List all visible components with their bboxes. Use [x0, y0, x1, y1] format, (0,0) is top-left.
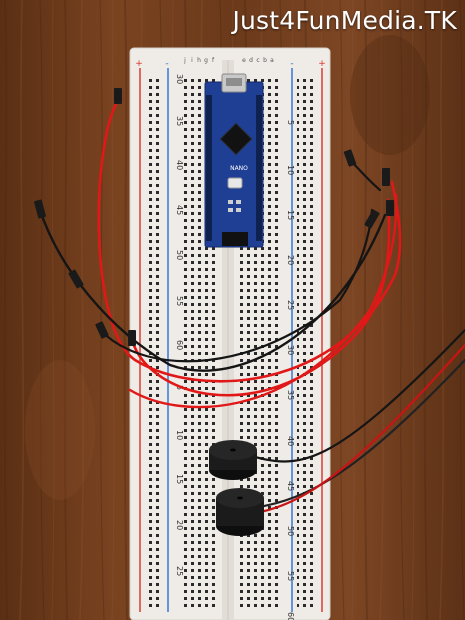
red-wire	[97, 98, 402, 383]
microcontroller-chip	[219, 122, 253, 156]
rail-mark-minus-left: -	[165, 59, 168, 69]
row-number-left: 60	[175, 340, 184, 350]
row-number-left: 30	[175, 74, 184, 84]
rail-mark-plus-right: +	[318, 59, 326, 69]
column-letter: b	[263, 57, 267, 64]
piezo-buzzer-top	[209, 440, 257, 480]
watermark-text: Just4FunMedia.TK	[232, 6, 457, 35]
column-letter: i	[191, 57, 193, 64]
row-number-right: 50	[286, 526, 295, 536]
board-label: NANO	[230, 165, 248, 172]
column-letter: g	[204, 57, 208, 64]
row-number-right: 30	[286, 345, 295, 355]
piezo-buzzer-bottom	[216, 488, 264, 536]
wood-knot	[350, 35, 430, 155]
row-number-right: 35	[286, 390, 295, 400]
column-letter: h	[197, 57, 201, 64]
row-number-right: 60	[286, 612, 295, 620]
row-number-right: 20	[286, 255, 295, 265]
black-wire	[98, 208, 374, 363]
row-number-right: 25	[286, 300, 295, 310]
column-letter: j	[183, 57, 186, 64]
black-wire	[38, 208, 387, 372]
row-number-right: 10	[286, 165, 295, 175]
arduino-nano-board: NANO	[204, 73, 264, 248]
column-letter: c	[256, 57, 259, 64]
row-number-right: 15	[286, 210, 295, 220]
column-letter: a	[270, 57, 274, 64]
column-letter: e	[242, 57, 246, 64]
column-letter: d	[249, 57, 253, 64]
row-number-right: 40	[286, 436, 295, 446]
icsp-header	[222, 232, 248, 246]
black-wire	[250, 358, 465, 510]
row-number-right: 55	[286, 571, 295, 581]
row-number-left: 55	[175, 296, 184, 306]
row-number-left: 20	[175, 520, 184, 530]
row-number-left: 50	[175, 250, 184, 260]
black-wire	[246, 328, 465, 463]
row-number-right: 5	[286, 120, 295, 125]
reset-button	[227, 177, 243, 189]
row-number-left: 35	[175, 116, 184, 126]
row-number-left: 45	[175, 205, 184, 215]
row-number-left: 25	[175, 566, 184, 576]
rail-mark-plus-left: +	[135, 59, 143, 69]
row-number-left: 40	[175, 160, 184, 170]
row-number-left: 15	[175, 474, 184, 484]
column-letter: f	[212, 57, 215, 64]
rail-mark-minus-right: -	[290, 59, 293, 69]
red-wire	[130, 198, 391, 397]
row-number-left: 10	[175, 430, 184, 440]
wire-pins	[34, 88, 394, 346]
jumper-wires	[38, 98, 465, 514]
row-number-right: 45	[286, 481, 295, 491]
wood-knot-2	[25, 360, 95, 500]
red-wire	[258, 343, 465, 514]
red-wire	[128, 193, 398, 409]
